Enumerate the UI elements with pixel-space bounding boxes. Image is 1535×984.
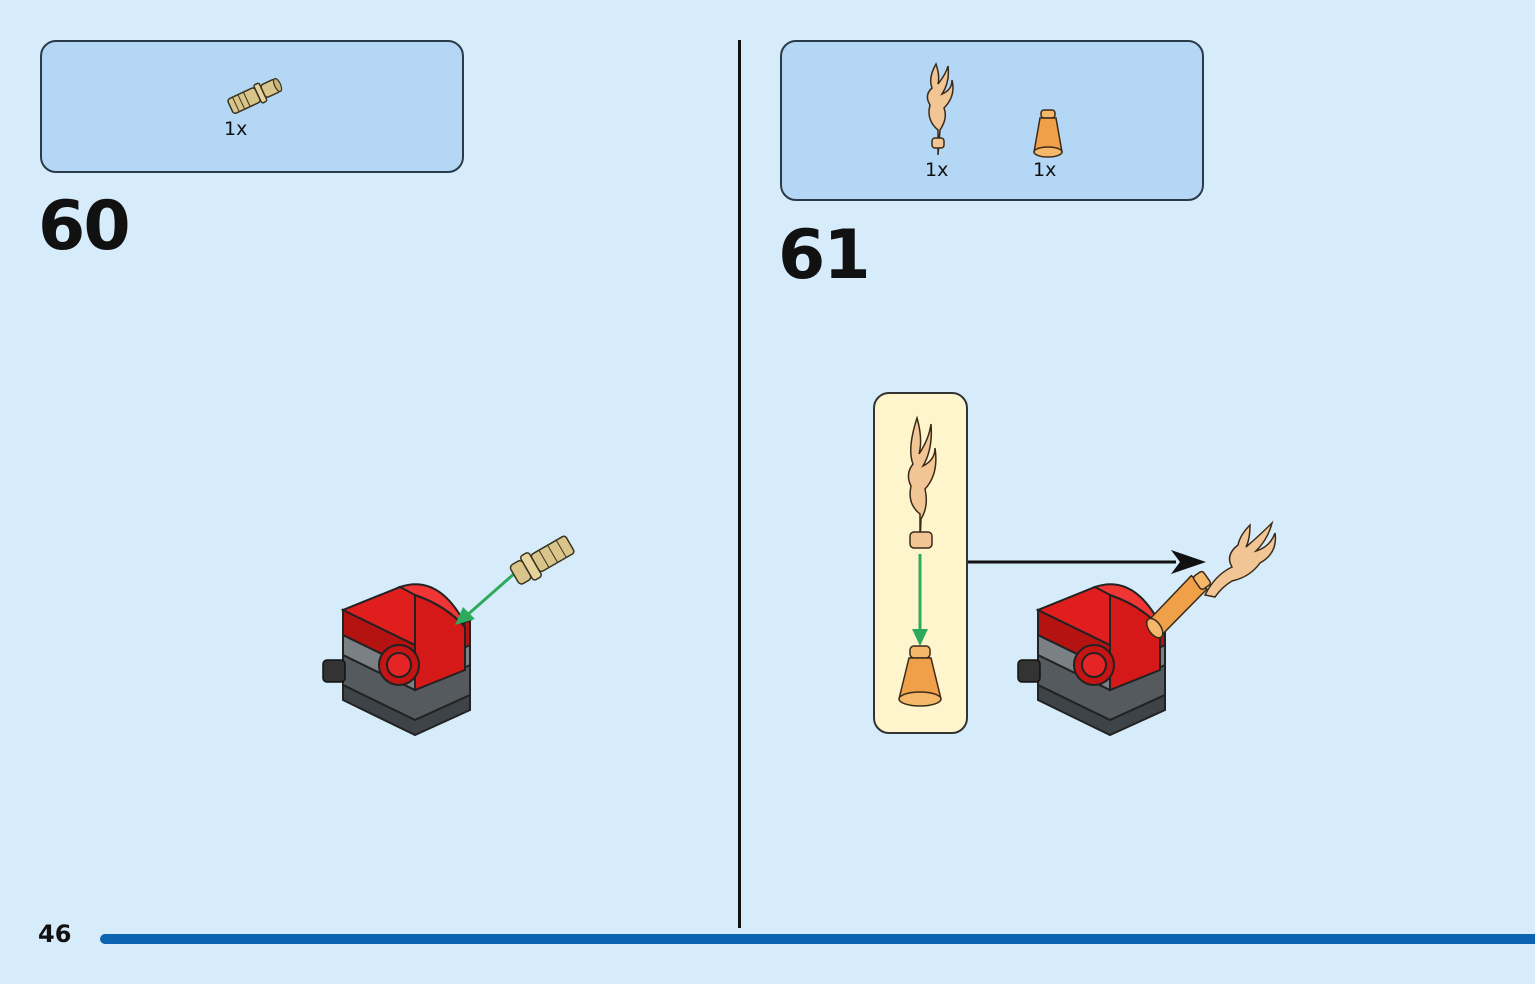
part-quantity: 1x bbox=[925, 159, 949, 181]
step-number: 61 bbox=[778, 216, 871, 295]
flame-part-icon bbox=[926, 62, 954, 156]
step-divider bbox=[738, 40, 741, 928]
attach-arrow-icon bbox=[968, 550, 1206, 574]
page-number: 46 bbox=[38, 920, 72, 948]
trans-orange-cone-part-icon bbox=[1033, 109, 1063, 158]
part-quantity: 1x bbox=[1033, 159, 1057, 181]
parts-list-step-61: 1x 1x bbox=[780, 40, 1204, 201]
part-quantity: 1x bbox=[224, 118, 248, 140]
step-number: 60 bbox=[38, 187, 131, 266]
step-60-assembly-illustration bbox=[322, 535, 575, 737]
tan-pin-part-icon bbox=[227, 77, 283, 115]
sub-assembly-callout bbox=[873, 392, 968, 734]
step-61-assembly-illustration bbox=[1017, 520, 1277, 737]
progress-bar bbox=[100, 934, 1535, 944]
parts-list-step-60: 1x bbox=[40, 40, 464, 173]
flame-into-cone-illustration bbox=[898, 415, 942, 707]
